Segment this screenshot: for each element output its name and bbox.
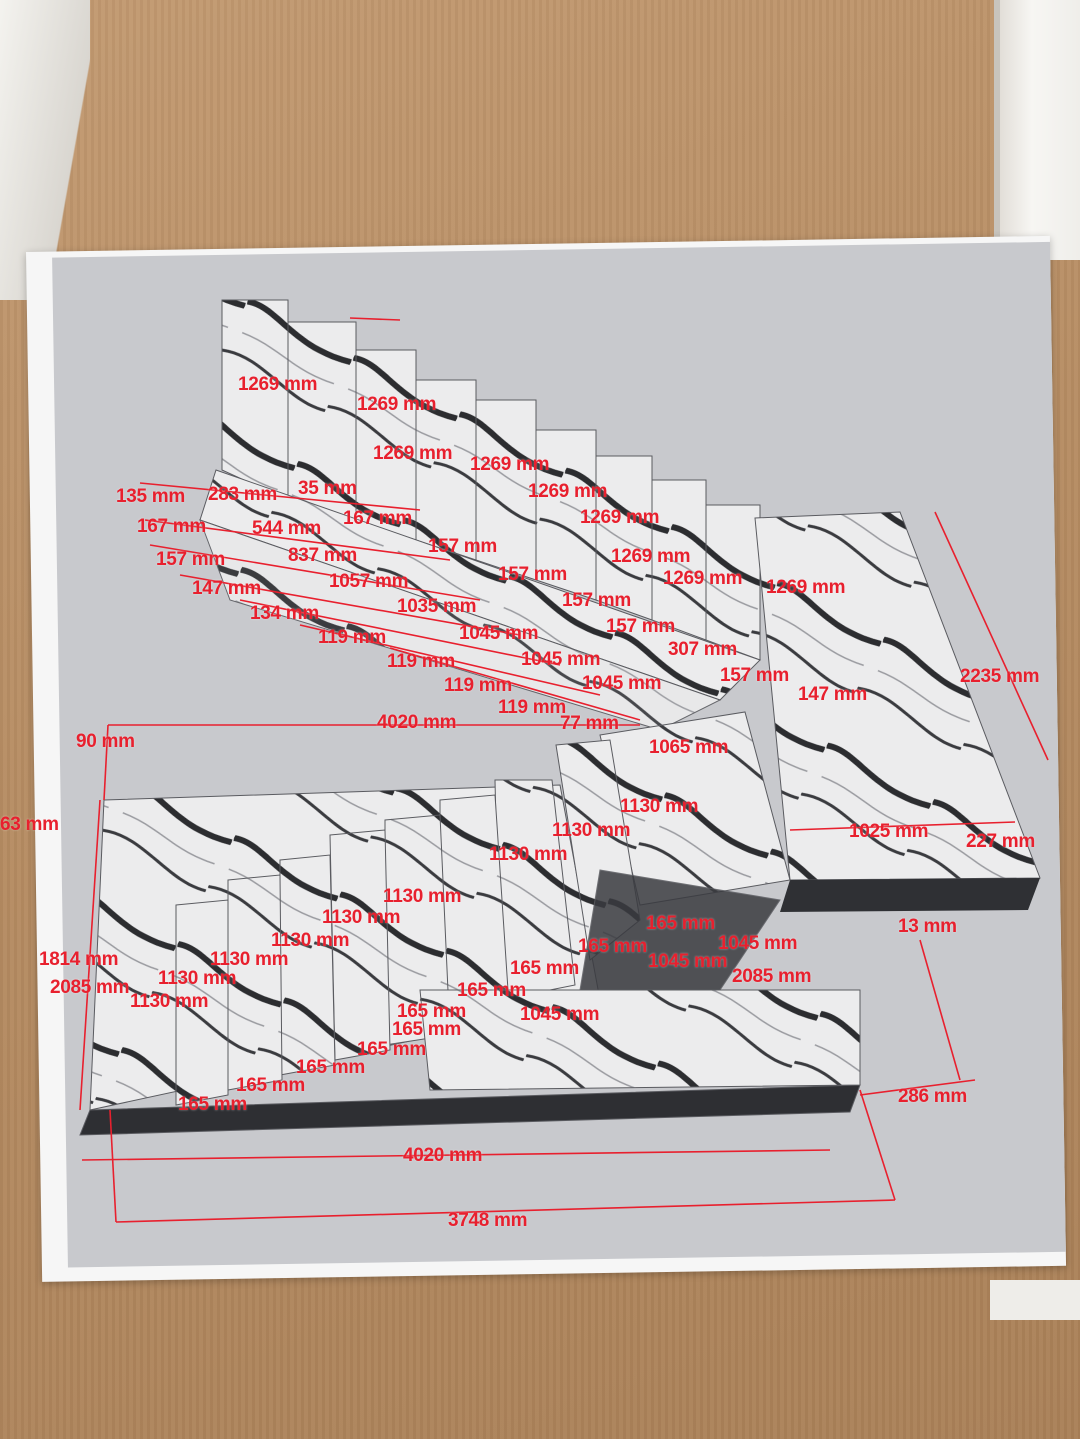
dimension-label: 134 mm xyxy=(250,603,319,624)
dimension-label: 1045 mm xyxy=(520,1004,600,1025)
dimension-lines xyxy=(79,317,1049,1223)
paper-sheet-edge xyxy=(990,1280,1080,1320)
dimension-label: 63 mm xyxy=(0,814,59,835)
dimension-label: 1130 mm xyxy=(130,991,209,1012)
dimension-label: 3748 mm xyxy=(448,1210,528,1231)
dimension-label: 1269 mm xyxy=(580,507,660,528)
dimension-label: 1130 mm xyxy=(383,886,462,907)
dimension-label: 4020 mm xyxy=(377,712,457,733)
dimension-label: 1045 mm xyxy=(582,673,662,694)
dimension-label: 157 mm xyxy=(428,536,497,557)
dimension-label: 119 mm xyxy=(444,675,512,696)
dimension-label: 2085 mm xyxy=(732,966,812,987)
dimension-label: 1130 mm xyxy=(271,930,350,951)
dimension-label: 165 mm xyxy=(392,1019,461,1040)
dimension-label: 165 mm xyxy=(236,1075,305,1096)
upper-flight xyxy=(199,299,761,731)
dimension-label: 147 mm xyxy=(192,578,261,599)
dimension-label: 1045 mm xyxy=(648,951,728,972)
dimension-label: 157 mm xyxy=(720,665,789,686)
dimension-label: 157 mm xyxy=(498,564,567,585)
dimension-label: 119 mm xyxy=(387,651,455,672)
dimension-label: 77 mm xyxy=(560,713,619,734)
dimension-label: 544 mm xyxy=(252,518,321,539)
dimension-label: 1269 mm xyxy=(766,577,846,598)
dimension-label: 13 mm xyxy=(898,916,957,937)
dimension-label: 1269 mm xyxy=(663,568,743,589)
dimension-label: 165 mm xyxy=(296,1057,365,1078)
dimension-label: 165 mm xyxy=(457,980,526,1001)
dimension-label: 1269 mm xyxy=(238,374,318,395)
dimension-label: 165 mm xyxy=(397,1001,466,1022)
white-frame-right xyxy=(994,0,1080,260)
landing-slab xyxy=(599,511,1041,912)
dimension-label: 165 mm xyxy=(357,1039,426,1060)
dimension-label: 165 mm xyxy=(646,913,715,934)
dimension-label: 1025 mm xyxy=(849,821,929,842)
dimension-label: 1130 mm xyxy=(620,796,699,817)
dimension-label: 837 mm xyxy=(288,545,357,566)
dimension-label: 1269 mm xyxy=(528,481,608,502)
dimension-label: 307 mm xyxy=(668,639,737,660)
lower-flight xyxy=(79,739,861,1136)
dimension-label: 147 mm xyxy=(798,684,867,705)
dimension-label: 1814 mm xyxy=(39,949,119,970)
dimension-label: 1269 mm xyxy=(470,454,550,475)
dimension-label: 1035 mm xyxy=(397,596,477,617)
dimension-label: 1130 mm xyxy=(552,820,631,841)
dimension-label: 165 mm xyxy=(510,958,579,979)
dimension-label: 90 mm xyxy=(76,731,135,752)
dimension-label: 1045 mm xyxy=(459,623,539,644)
dimension-label: 1130 mm xyxy=(322,907,401,928)
dimension-label: 4020 mm xyxy=(403,1145,483,1166)
dimension-label: 2085 mm xyxy=(50,977,130,998)
dimension-label: 286 mm xyxy=(898,1086,967,1107)
dimension-label: 1269 mm xyxy=(357,394,437,415)
dimension-label: 1269 mm xyxy=(373,443,453,464)
dimension-label: 119 mm xyxy=(498,697,566,718)
dimension-label: 157 mm xyxy=(606,616,675,637)
dimension-label: 167 mm xyxy=(343,508,412,529)
dimension-label: 165 mm xyxy=(178,1094,247,1115)
dimension-label: 35 mm xyxy=(298,478,357,499)
dimension-label: 1065 mm xyxy=(649,737,729,758)
dimension-label: 2235 mm xyxy=(960,666,1040,687)
dimension-label: 165 mm xyxy=(578,936,647,957)
dimension-label: 1130 mm xyxy=(158,968,237,989)
dimension-label: 135 mm xyxy=(116,486,185,507)
dimension-label: 1269 mm xyxy=(611,546,691,567)
dimension-label: 283 mm xyxy=(208,484,277,505)
dimension-label: 119 mm xyxy=(318,627,386,648)
dimension-label: 157 mm xyxy=(156,549,225,570)
dimension-label: 1057 mm xyxy=(329,571,409,592)
dimension-label: 167 mm xyxy=(137,516,206,537)
dimension-label: 157 mm xyxy=(562,590,631,611)
dimension-label: 1130 mm xyxy=(489,844,568,865)
dimension-label: 1045 mm xyxy=(718,933,798,954)
dimension-label: 1045 mm xyxy=(521,649,601,670)
dimension-label: 227 mm xyxy=(966,831,1035,852)
white-frame-left xyxy=(0,0,90,300)
dimension-label: 1130 mm xyxy=(210,949,289,970)
